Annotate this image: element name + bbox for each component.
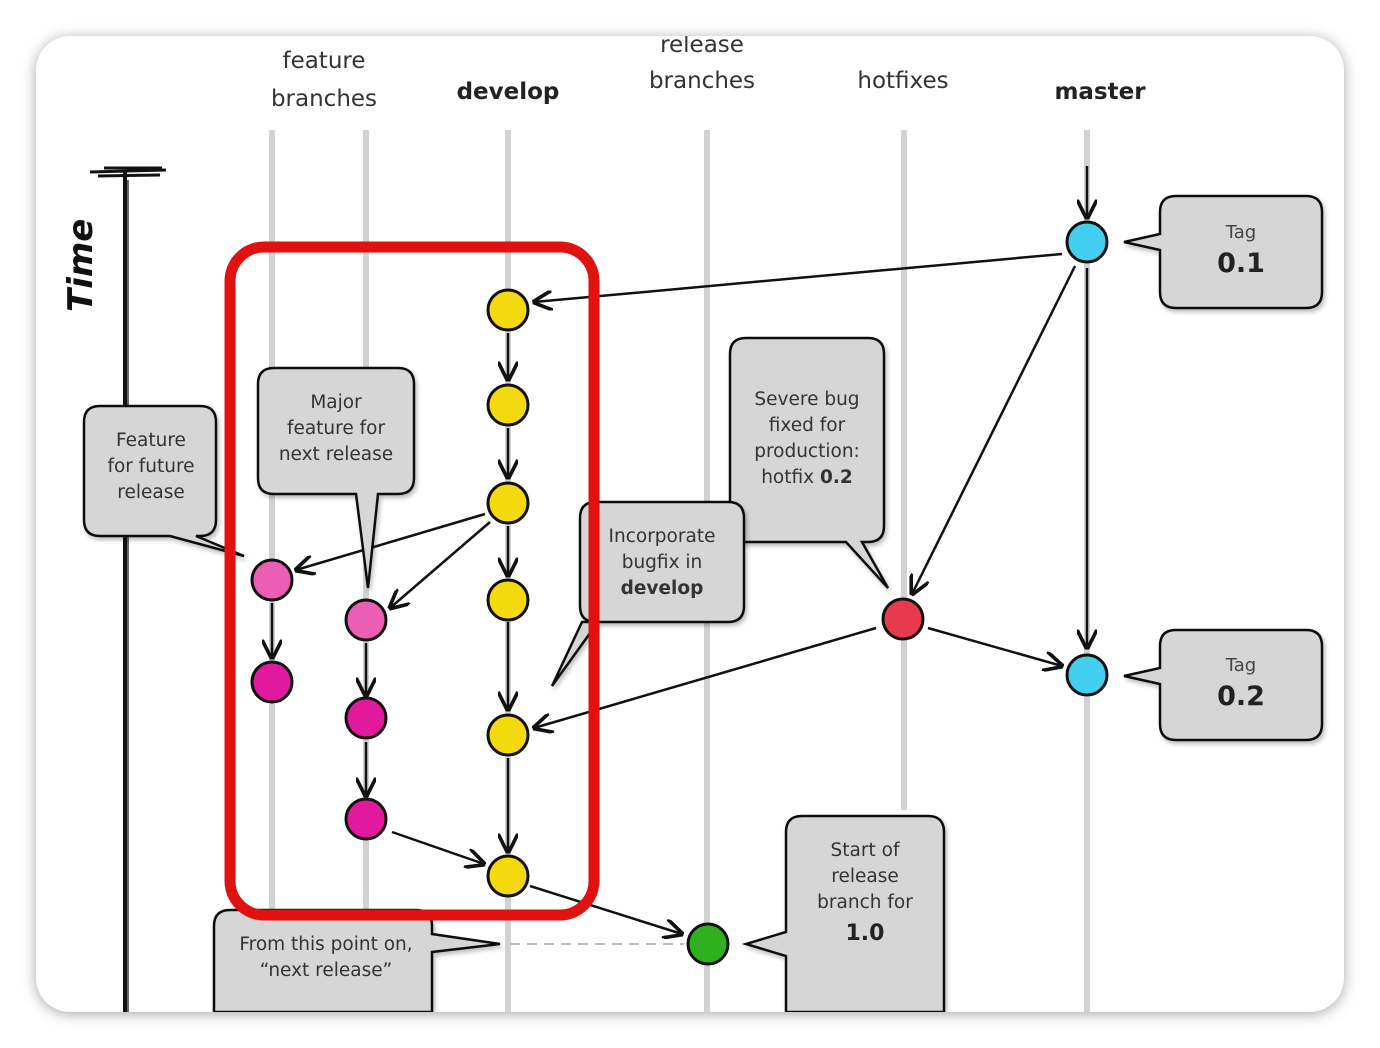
master-commit-0.2 <box>1065 653 1109 697</box>
master-commit-0.1 <box>1065 220 1109 264</box>
time-axis: Time <box>61 166 167 1012</box>
bubble-feature-future-line2: for future <box>107 456 194 477</box>
release-branches-header-line2: branches <box>649 68 755 94</box>
bubble-from-this-point: From this point on, “next release” <box>212 908 501 1012</box>
edge-develop-to-release <box>529 884 682 934</box>
tag-0.2-version: 0.2 <box>1217 681 1265 712</box>
edge-dev-to-feat1 <box>296 512 486 570</box>
develop-commit-3 <box>486 481 530 525</box>
bubble-incorporate-line2: bugfix in <box>622 552 703 573</box>
bubble-start-release-line3: branch for <box>817 892 913 913</box>
feature1-commit-2 <box>250 660 294 704</box>
feature-branches-header-line1: feature <box>282 48 365 74</box>
master-header: master <box>1054 79 1146 105</box>
bubble-feature-future-line1: Feature <box>116 430 186 451</box>
bubble-feature-future: Feature for future release <box>82 404 245 558</box>
hotfixes-header: hotfixes <box>857 68 948 94</box>
bubble-incorporate: Incorporate bugfix in develop <box>550 500 746 687</box>
develop-commit-4 <box>486 578 530 622</box>
edge-dev-to-feat2 <box>390 521 491 608</box>
feature2-commit-3 <box>344 797 388 841</box>
bubble-from-this-point-line2: “next release” <box>260 960 392 981</box>
bubble-severe-bug-line3: production: <box>754 441 860 462</box>
bubble-feature-future-line3: release <box>117 482 184 503</box>
tag-0.2-label: Tag <box>1225 655 1256 676</box>
tag-0.1-label: Tag <box>1225 222 1256 243</box>
commits <box>250 220 1109 966</box>
bubble-severe-bug: Severe bug fixed for production: hotfix … <box>728 336 890 589</box>
git-flow-diagram: feature branches develop release branche… <box>61 36 1324 1012</box>
develop-commit-1 <box>486 288 530 332</box>
feature1-commit-1 <box>250 558 294 602</box>
edge-hotfix-to-master <box>927 626 1062 666</box>
bubble-major-feature-line2: feature for <box>287 418 386 439</box>
tag-0.1-version: 0.1 <box>1217 248 1265 279</box>
develop-header: develop <box>457 79 560 105</box>
bubble-start-release-version: 1.0 <box>846 921 885 946</box>
tag-0.1-bubble: Tag 0.1 <box>1123 194 1324 310</box>
bubble-incorporate-line1: Incorporate <box>609 526 716 547</box>
bubble-severe-bug-line4: hotfix 0.2 <box>761 467 853 488</box>
diagram-card: feature branches develop release branche… <box>36 36 1344 1012</box>
feature2-commit-1 <box>344 598 388 642</box>
bubble-major-feature: Major feature for next release <box>256 366 416 589</box>
bubble-major-feature-line1: Major <box>310 392 362 413</box>
edge-master-to-develop <box>534 252 1063 302</box>
bubble-severe-bug-line1: Severe bug <box>754 389 859 410</box>
bubble-start-release: Start of release branch for 1.0 <box>741 814 946 1012</box>
edge-feat2-merge <box>391 830 484 864</box>
bubble-incorporate-line3: develop <box>621 578 704 599</box>
bubble-severe-bug-line2: fixed for <box>769 415 846 436</box>
time-label: Time <box>61 219 101 312</box>
feature-branches-header-line2: branches <box>271 86 377 112</box>
bubble-from-this-point-line1: From this point on, <box>239 934 412 955</box>
develop-commit-2 <box>486 383 530 427</box>
highlight-box <box>224 241 600 921</box>
bubble-major-feature-line3: next release <box>279 444 393 465</box>
release-branches-header-line1: release <box>660 36 744 58</box>
hotfix-commit <box>881 597 925 641</box>
develop-commit-6 <box>486 854 530 898</box>
release-commit <box>686 922 730 966</box>
edge-master-to-hotfix <box>912 265 1077 594</box>
feature2-commit-2 <box>344 696 388 740</box>
tag-0.2-bubble: Tag 0.2 <box>1123 628 1324 742</box>
bubble-start-release-line2: release <box>831 866 898 887</box>
develop-commit-5 <box>486 713 530 757</box>
bubble-start-release-line1: Start of <box>831 840 900 861</box>
